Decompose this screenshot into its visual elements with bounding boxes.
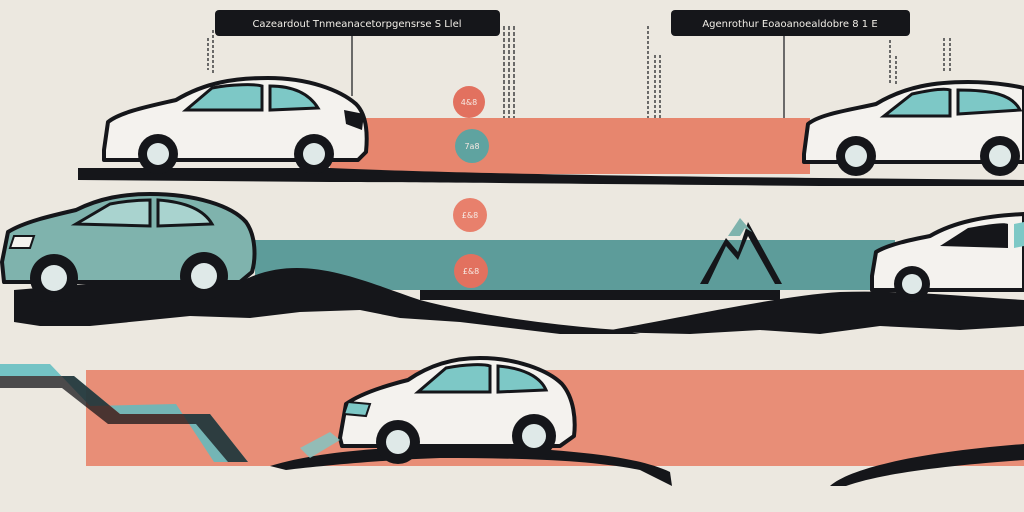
guide-lines <box>207 26 951 118</box>
mid-ground-right <box>600 291 1024 334</box>
mountain-teal-accent <box>728 218 752 236</box>
mountain-icon <box>700 222 782 284</box>
salmon-band-top <box>330 118 810 174</box>
zigzag-streak-shadow <box>0 376 248 462</box>
right-label-pill: Agenrothur Eoaoanoealdobre 8 1 E <box>671 10 910 36</box>
bottom-road <box>270 446 672 486</box>
left-label-text: Cazeardout Tnmeanacetorpgensrse S Llel <box>252 19 461 30</box>
car-white-bottom-center <box>300 356 577 464</box>
zigzag-streak <box>0 364 248 462</box>
bottom-right-road <box>830 444 1024 486</box>
svg-text:4&8: 4&8 <box>461 98 477 107</box>
car-teal-mid-left <box>0 192 257 302</box>
marker-3: £&8 <box>453 198 487 232</box>
svg-text:7a8: 7a8 <box>464 142 479 151</box>
marker-2: 7a8 <box>455 129 489 163</box>
svg-text:£&8: £&8 <box>463 267 479 276</box>
svg-text:£&8: £&8 <box>462 211 478 220</box>
car-white-top-left <box>102 76 369 174</box>
car-white-mid-right <box>870 212 1024 302</box>
car-white-top-right <box>802 80 1024 176</box>
marker-4: £&8 <box>454 254 488 288</box>
right-label-text: Agenrothur Eoaoanoealdobre 8 1 E <box>702 19 877 30</box>
marker-1: 4&8 <box>453 86 485 118</box>
mid-waterline <box>420 290 780 300</box>
left-label-pill: Cazeardout Tnmeanacetorpgensrse S Llel <box>215 10 500 36</box>
mid-ground-left <box>14 267 640 334</box>
